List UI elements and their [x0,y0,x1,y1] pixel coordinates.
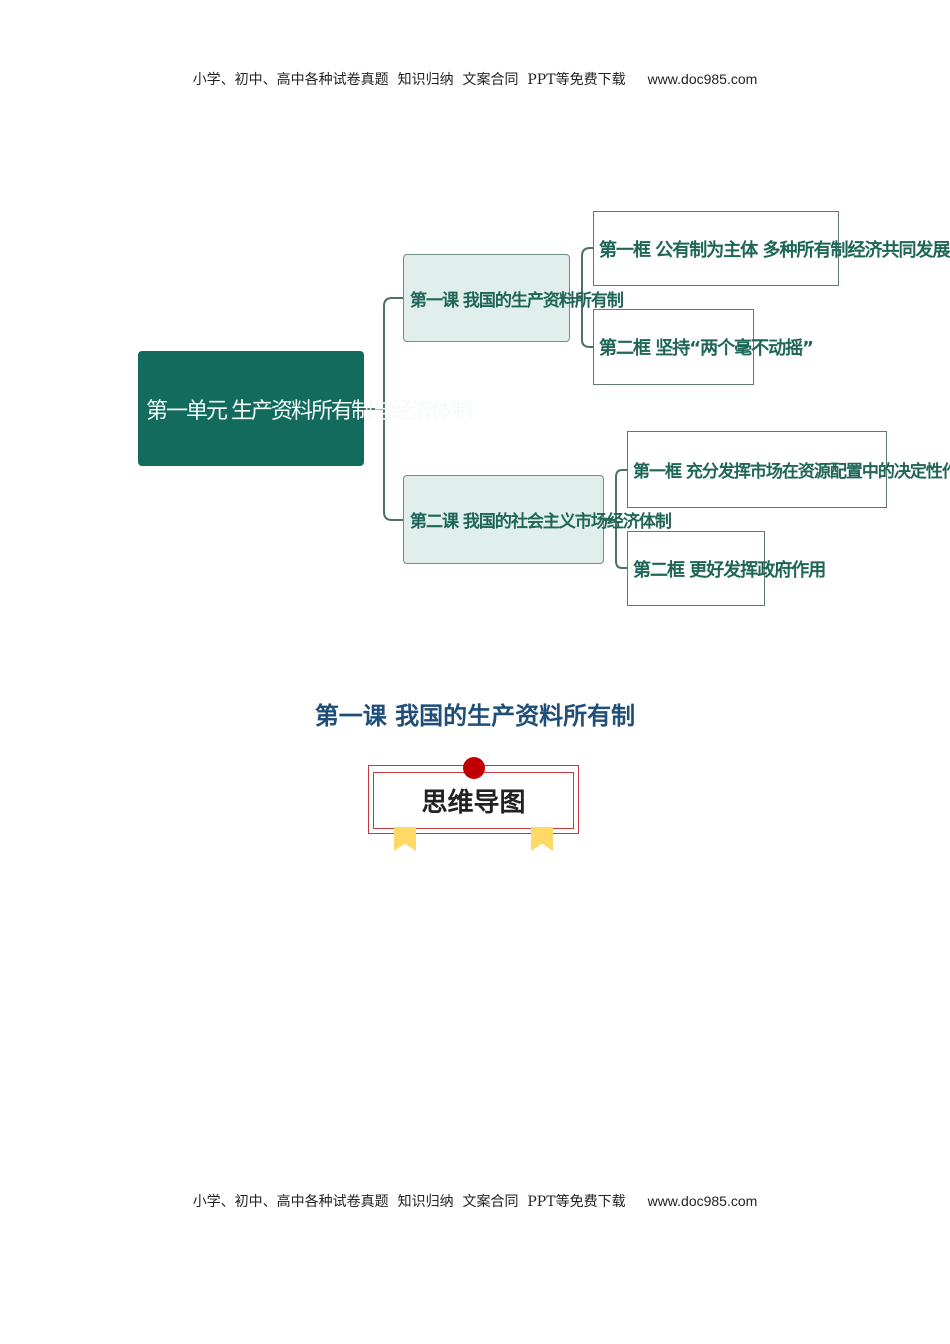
header-link[interactable]: www.doc985.com [647,71,758,87]
mindmap-lesson-2: 第二课 我国的社会主义市场经济体制 [403,475,672,564]
mindmap-root: 第一单元 生产资料所有制与经济体制 [138,351,473,466]
mindmap-section-2-2: 第二框 更好发挥政府作用 [627,531,826,606]
connector-lesson-2 [604,469,627,569]
connector-root [364,297,403,521]
mindmap-connectors [364,247,627,569]
footer-link[interactable]: www.doc985.com [647,1193,758,1209]
connector-lesson-1 [570,247,593,348]
header-text: 小学、初中、高中各种试卷真题 知识归纳 文案合同 PPT等免费下载 [192,72,626,88]
mindmap-lesson-1: 第一课 我国的生产资料所有制 [403,254,624,342]
page-footer: 小学、初中、高中各种试卷真题 知识归纳 文案合同 PPT等免费下载 www.doc… [0,1191,950,1211]
page-header: 小学、初中、高中各种试卷真题 知识归纳 文案合同 PPT等免费下载 www.doc… [0,69,950,89]
section-title: 第一课 我国的生产资料所有制 [314,701,636,730]
badge-pin-icon [463,757,485,779]
badge-label: 思维导图 [373,772,574,829]
ribbon-icon [531,827,553,851]
ribbon-icon [394,827,416,851]
mindmap-section-1-1: 第一框 公有制为主体 多种所有制经济共同发展 [593,211,950,286]
mindmap-section-2-1: 第一框 充分发挥市场在资源配置中的决定性作用 [627,431,950,508]
footer-text: 小学、初中、高中各种试卷真题 知识归纳 文案合同 PPT等免费下载 [192,1194,626,1210]
mindmap-section-1-2: 第二框 坚持“两个毫不动摇” [593,309,814,385]
